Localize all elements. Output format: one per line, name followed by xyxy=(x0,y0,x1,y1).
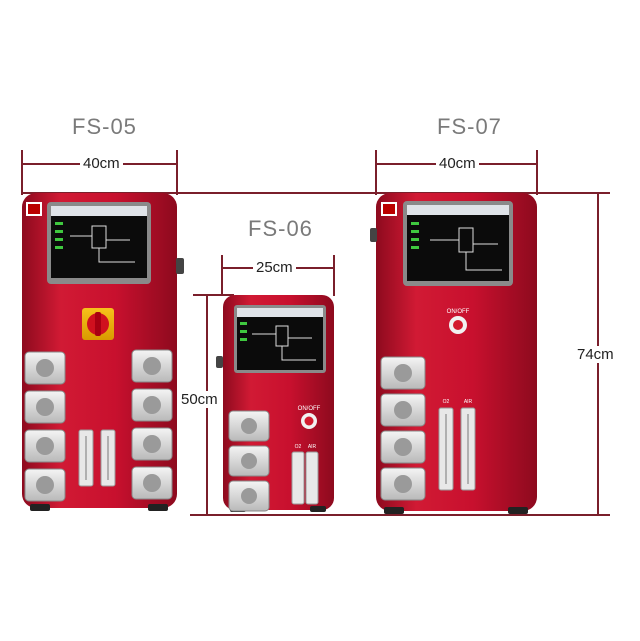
unit-fs07: ON/OFF O2 AIR xyxy=(370,193,537,514)
width-label-fs05: 40cm xyxy=(80,155,123,172)
height-label-fs06: 50cm xyxy=(178,391,221,408)
on-off-label-fs06: ON/OFF xyxy=(298,406,321,412)
model-label-fs05: FS-05 xyxy=(72,114,137,139)
o2-label-fs06: O2 xyxy=(295,444,302,450)
pump-group-fs07 xyxy=(380,356,426,501)
model-label-fs07: FS-07 xyxy=(437,114,502,139)
pump-group-fs06 xyxy=(228,410,270,512)
air-label-fs06: AIR xyxy=(308,444,317,450)
air-label-fs07: AIR xyxy=(464,399,473,405)
width-label-fs07: 40cm xyxy=(436,155,479,172)
model-label-fs06: FS-06 xyxy=(248,216,313,241)
pump-group-fs05-left xyxy=(24,351,66,502)
width-label-fs06: 25cm xyxy=(253,259,296,276)
unit-fs05 xyxy=(22,193,184,511)
on-off-label-fs07: ON/OFF xyxy=(447,309,470,315)
o2-label-fs07: O2 xyxy=(443,399,450,405)
unit-fs06: ON/OFF O2 AIR xyxy=(216,295,334,512)
height-label-fs07: 74cm xyxy=(574,346,617,363)
pump-group-fs05-right xyxy=(131,349,173,500)
